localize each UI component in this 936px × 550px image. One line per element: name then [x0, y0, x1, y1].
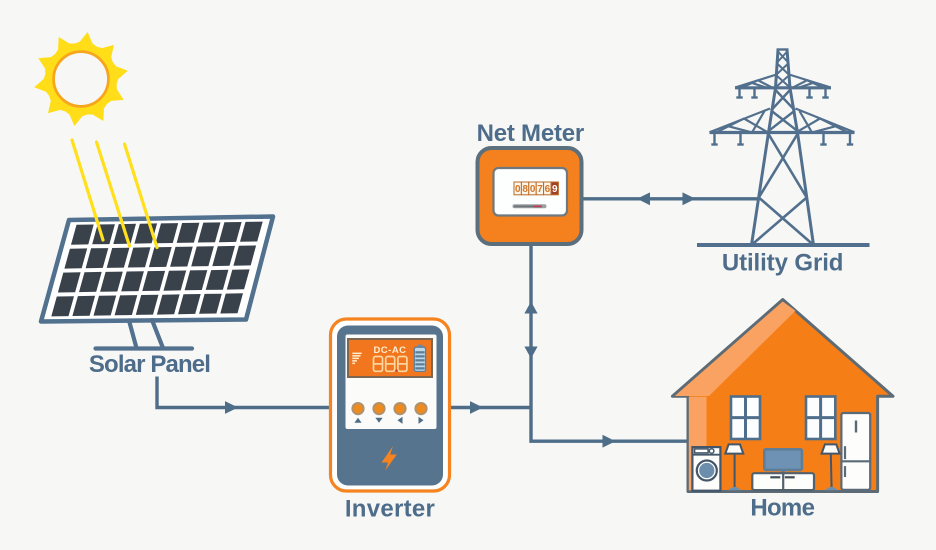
svg-text:DC-AC: DC-AC	[373, 345, 406, 356]
svg-text:Inverter: Inverter	[345, 495, 435, 522]
svg-text:9: 9	[552, 184, 558, 195]
svg-text:7: 7	[537, 184, 543, 195]
svg-text:0: 0	[530, 184, 536, 195]
svg-text:Net Meter: Net Meter	[477, 120, 584, 147]
svg-text:8: 8	[522, 184, 528, 195]
svg-text:0: 0	[515, 184, 521, 195]
svg-text:Solar Panel: Solar Panel	[89, 351, 210, 378]
svg-text:6: 6	[545, 184, 551, 195]
svg-text:Utility Grid: Utility Grid	[722, 250, 843, 277]
svg-text:Home: Home	[750, 495, 814, 522]
